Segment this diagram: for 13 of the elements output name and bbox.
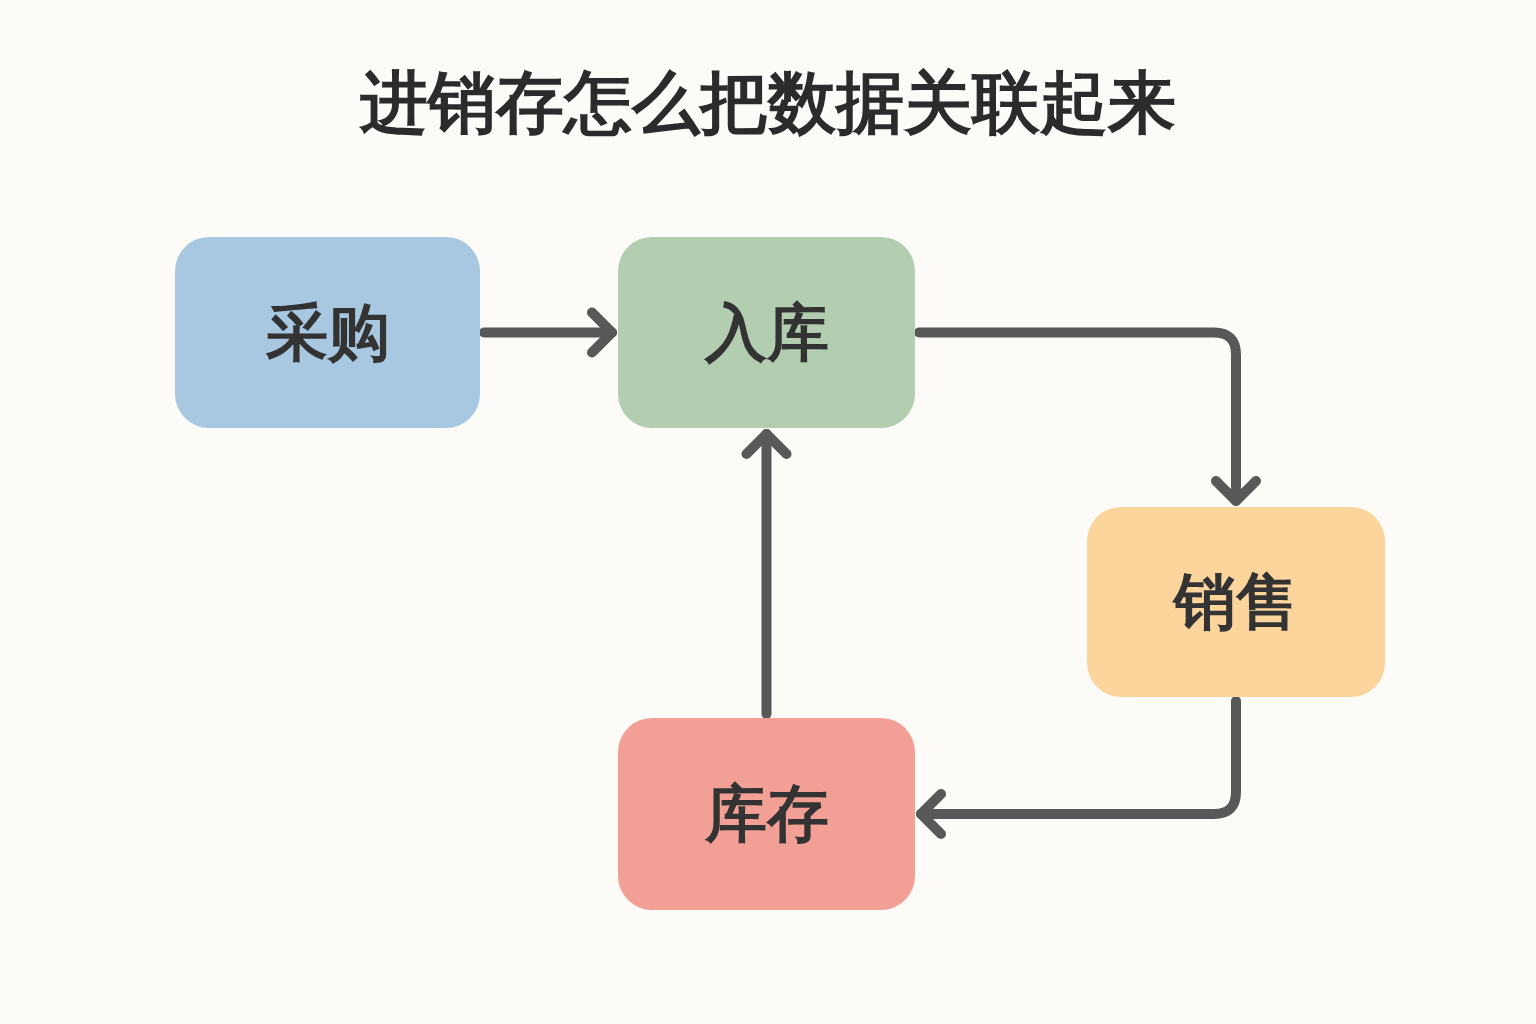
process-box <box>175 237 480 428</box>
arrow <box>916 696 1241 839</box>
process-box <box>618 237 915 428</box>
box-label: 采购 <box>265 294 390 371</box>
box-label: 入库 <box>704 294 829 371</box>
arrow <box>741 429 792 719</box>
box-label: 销售 <box>1174 564 1298 640</box>
arrow <box>914 327 1261 506</box>
title: 进销存怎么把数据关联起来 <box>358 62 1177 144</box>
process-box <box>1087 507 1385 697</box>
process-box <box>618 718 915 910</box>
arrow <box>479 307 617 358</box>
box-label: 库存 <box>704 776 829 852</box>
